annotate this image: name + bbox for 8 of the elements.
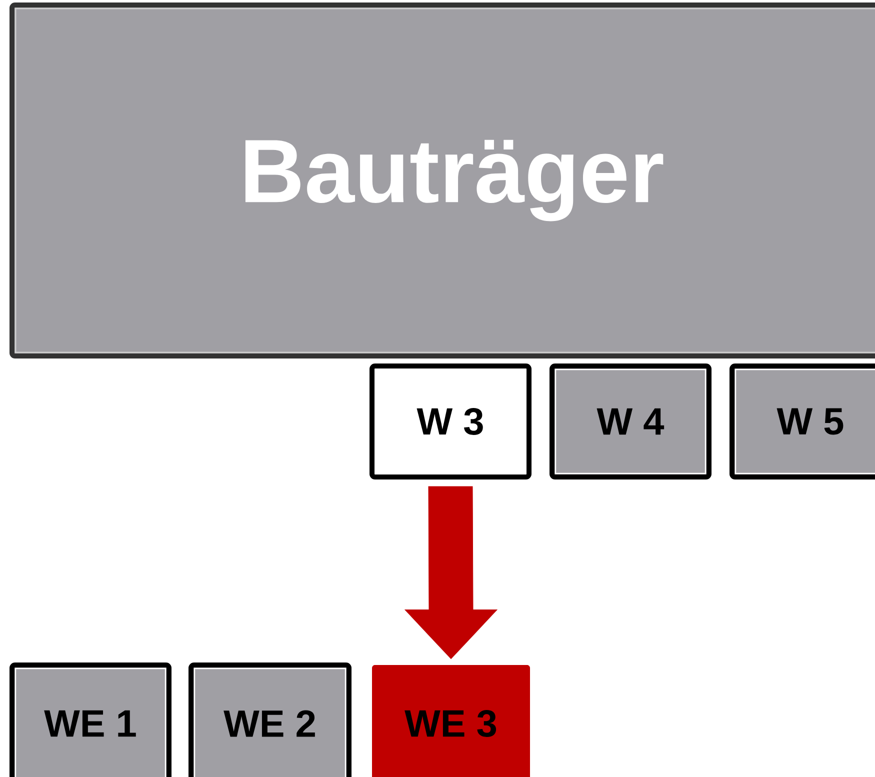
apartment-box: WE 2 [188,662,352,777]
apartment-box: WE 3 [372,665,530,777]
unit-box: W 5 [730,364,875,480]
company-box: Bauträger [10,2,875,358]
unit-box: W 3 [370,364,532,480]
arrow [404,486,498,660]
apartment-box: WE 1 [10,662,172,777]
unit-box: W 4 [550,364,712,480]
